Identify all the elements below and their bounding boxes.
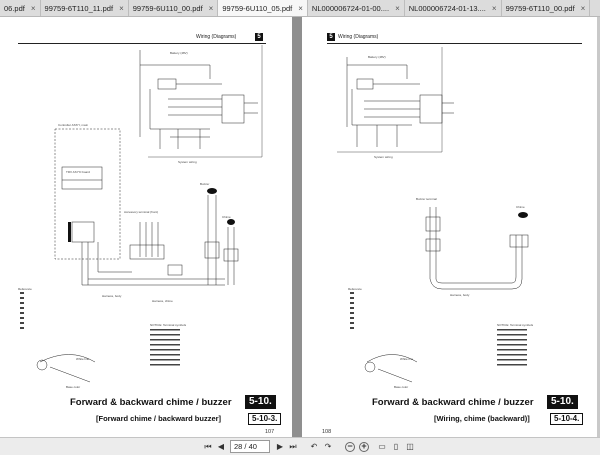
pdf-page-left: Wiring (Diagrams) 5 Battery (48V) Contro… — [0, 17, 292, 437]
next-page-icon[interactable]: ▶ — [276, 442, 284, 451]
close-icon[interactable]: × — [298, 4, 303, 13]
first-page-icon[interactable]: ⏮ — [204, 442, 212, 451]
close-icon[interactable]: × — [395, 4, 400, 13]
section-number-badge: 5-10. — [547, 395, 578, 409]
tab-99759-6T110-11[interactable]: 99759-6T110_11.pdf × — [41, 0, 129, 16]
page-header-text: Wiring (Diagrams) — [338, 34, 379, 40]
harness-body-label: Harness, body — [102, 294, 122, 298]
base-color-label: Base color — [66, 385, 81, 389]
section-title: Forward & backward chime / buzzer — [372, 397, 534, 408]
rotate-right-icon[interactable]: ↷ — [324, 442, 332, 451]
two-page-view-icon[interactable]: ◫ — [406, 442, 414, 451]
fit-page-icon[interactable]: ▭ — [378, 442, 386, 451]
page-header-number: 5 — [327, 33, 335, 41]
close-icon[interactable]: × — [491, 4, 497, 13]
tab-06[interactable]: 06.pdf × — [0, 0, 41, 16]
reference-label: Reference — [18, 287, 32, 291]
close-icon[interactable]: × — [30, 4, 36, 13]
tab-99759-6U110-05[interactable]: 99759-6U110_05.pdf × — [218, 0, 308, 16]
page-navigation-toolbar: ⏮ ◀ 28 / 40 ▶ ⏭ ↶ ↷ − + ▭ ▯ ◫ — [0, 437, 600, 455]
vertical-scrollbar[interactable] — [597, 17, 600, 437]
page-header-number: 5 — [255, 33, 263, 41]
wiring-diagram-right — [337, 47, 529, 383]
tab-bar: 06.pdf × 99759-6T110_11.pdf × 99759-6U110_… — [0, 0, 600, 17]
section-number-badge: 5-10. — [245, 395, 276, 409]
page-number: 107 — [265, 429, 275, 435]
system-wiring-label: System wiring — [374, 155, 393, 159]
white-line-label: White line — [76, 357, 90, 361]
notice-label: NOTICE: Terminal symbols — [150, 323, 187, 327]
page-number: 108 — [322, 429, 332, 435]
header-rule — [327, 43, 582, 44]
trv-board-label: TRV ASY'D board — [66, 170, 90, 174]
tab-label: 99759-6U110_00.pdf — [132, 4, 203, 13]
zoom-out-icon[interactable]: − — [345, 442, 355, 452]
harness-chime-label: Harness, chime — [152, 299, 173, 303]
previous-page-icon[interactable]: ◀ — [217, 442, 225, 451]
close-icon[interactable]: × — [580, 4, 586, 13]
tab-label: 99759-6T110_00.pdf — [505, 4, 575, 13]
subsection-title: [Wiring, chime (backward)] — [434, 414, 530, 423]
subsection-number-badge: 5-10-3. — [248, 413, 282, 425]
buzzer-label: Buzzer — [200, 182, 210, 186]
tab-label: NL000006724-01-00.... — [311, 4, 390, 13]
reference-label: Reference — [348, 287, 362, 291]
base-color-label: Base color — [394, 385, 409, 389]
wiring-diagram-left — [20, 45, 263, 383]
close-icon[interactable]: × — [208, 4, 214, 13]
tab-label: 06.pdf — [4, 4, 25, 13]
harness-body-label: Harness, body — [450, 293, 470, 297]
accessory-terminal-label: Accessory terminal (front) — [124, 210, 159, 214]
tab-nl000006724-01-00[interactable]: NL000006724-01-00.... × — [308, 0, 405, 16]
tab-99759-6T110-00[interactable]: 99759-6T110_00.pdf × — [502, 0, 591, 16]
page-number-input[interactable]: 28 / 40 — [230, 440, 270, 453]
zoom-in-icon[interactable]: + — [359, 442, 369, 452]
section-title: Forward & backward chime / buzzer — [70, 397, 232, 408]
tab-99759-6U110-00[interactable]: 99759-6U110_00.pdf × — [129, 0, 219, 16]
white-line-label: White line — [400, 357, 414, 361]
chime-label: Chime — [516, 205, 525, 209]
subsection-title: [Forward chime / backward buzzer] — [96, 414, 222, 423]
header-rule — [18, 43, 266, 44]
rotate-left-icon[interactable]: ↶ — [310, 442, 318, 451]
buzzer-terminal-label: Buzzer terminal — [416, 197, 437, 201]
tab-label: NL000006724-01-13.... — [408, 4, 486, 13]
page-header-text: Wiring (Diagrams) — [196, 34, 237, 40]
close-icon[interactable]: × — [119, 4, 124, 13]
document-viewport[interactable]: Wiring (Diagrams) 5 Battery (48V) Contro… — [0, 17, 600, 437]
subsection-number-badge: 5-10-4. — [550, 413, 584, 425]
controller-label: Controller ASS'Y, main — [58, 123, 89, 127]
last-page-icon[interactable]: ⏭ — [289, 442, 297, 451]
chime-label: Chime — [222, 215, 231, 219]
single-page-view-icon[interactable]: ▯ — [393, 442, 399, 451]
tab-label: 99759-6T110_11.pdf — [44, 4, 114, 13]
battery-label: Battery (48V) — [368, 55, 386, 59]
pdf-page-right: 5 Wiring (Diagrams) Battery (48V) System… — [302, 17, 600, 437]
tab-nl000006724-01-13[interactable]: NL000006724-01-13.... × — [405, 0, 502, 16]
notice-label: NOTICE: Terminal symbols — [497, 323, 534, 327]
battery-label: Battery (48V) — [170, 51, 188, 55]
tab-label: 99759-6U110_05.pdf — [222, 4, 293, 13]
system-wiring-label: System wiring — [178, 160, 197, 164]
